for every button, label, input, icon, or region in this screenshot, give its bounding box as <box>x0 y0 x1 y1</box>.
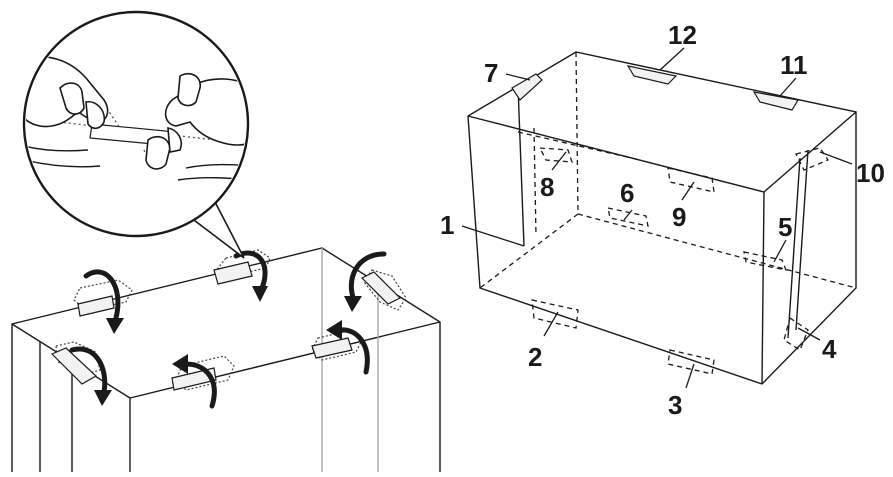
tab-10 <box>795 147 829 171</box>
tab-top-left <box>73 279 133 317</box>
zoom-detail-circle <box>22 10 250 238</box>
label-6: 6 <box>620 178 634 208</box>
leader-12 <box>659 47 685 71</box>
tab-top-back <box>213 249 271 285</box>
hidden-inner-fold <box>517 131 641 161</box>
fold-arrow-top-right <box>344 251 387 312</box>
leader-9 <box>681 181 695 201</box>
leader-3 <box>685 363 695 389</box>
fold-arrow-front-left <box>69 346 112 406</box>
hidden-inner-vertical <box>533 127 537 237</box>
right-box-inner-right-edge-2 <box>787 157 801 339</box>
tab-front-left <box>50 341 101 385</box>
label-9: 9 <box>672 202 686 232</box>
tab-top-right <box>360 269 407 311</box>
hidden-back-left-bottom <box>479 213 579 289</box>
leader-11 <box>779 77 797 97</box>
leader-1 <box>461 225 525 247</box>
label-8: 8 <box>540 172 554 202</box>
tab-11 <box>752 91 799 111</box>
label-10: 10 <box>856 158 885 188</box>
leader-4 <box>797 327 821 341</box>
tab-9 <box>667 167 715 193</box>
tab-3 <box>667 349 715 375</box>
leader-10 <box>819 151 853 165</box>
fold-arrow-front-middle <box>172 354 217 409</box>
hidden-back-bottom <box>577 213 857 289</box>
fold-arrow-top-left <box>83 269 124 334</box>
tab-6 <box>607 207 649 227</box>
leader-6 <box>623 209 633 221</box>
right-box-outline <box>467 51 857 385</box>
fold-arrow-front-right <box>326 320 370 375</box>
tab-7 <box>511 73 543 101</box>
label-2: 2 <box>528 342 542 372</box>
right-box-top-right-edge <box>763 111 857 193</box>
right-box-illustration: 1 2 3 4 5 6 7 8 9 10 11 12 <box>440 20 885 420</box>
left-box-illustration <box>11 10 441 472</box>
label-11: 11 <box>780 50 808 80</box>
tab-12 <box>626 65 678 85</box>
tab-5 <box>743 251 788 271</box>
right-box-inner-left-edge <box>517 85 525 247</box>
leader-5 <box>773 239 787 263</box>
leader-7 <box>505 73 531 81</box>
leader-8 <box>551 151 567 171</box>
hidden-back-vertical <box>575 51 579 215</box>
tab-8 <box>538 147 573 163</box>
leader-2 <box>543 311 559 337</box>
label-12: 12 <box>668 20 697 50</box>
label-5: 5 <box>778 212 792 242</box>
right-box-front-corner-edge <box>761 191 765 385</box>
label-7: 7 <box>484 58 498 88</box>
label-1: 1 <box>440 210 454 240</box>
label-3: 3 <box>668 390 682 420</box>
right-box-inner-right-edge <box>795 149 809 331</box>
tab-front-right <box>311 329 363 361</box>
tab-2 <box>531 299 579 329</box>
label-4: 4 <box>822 334 837 364</box>
